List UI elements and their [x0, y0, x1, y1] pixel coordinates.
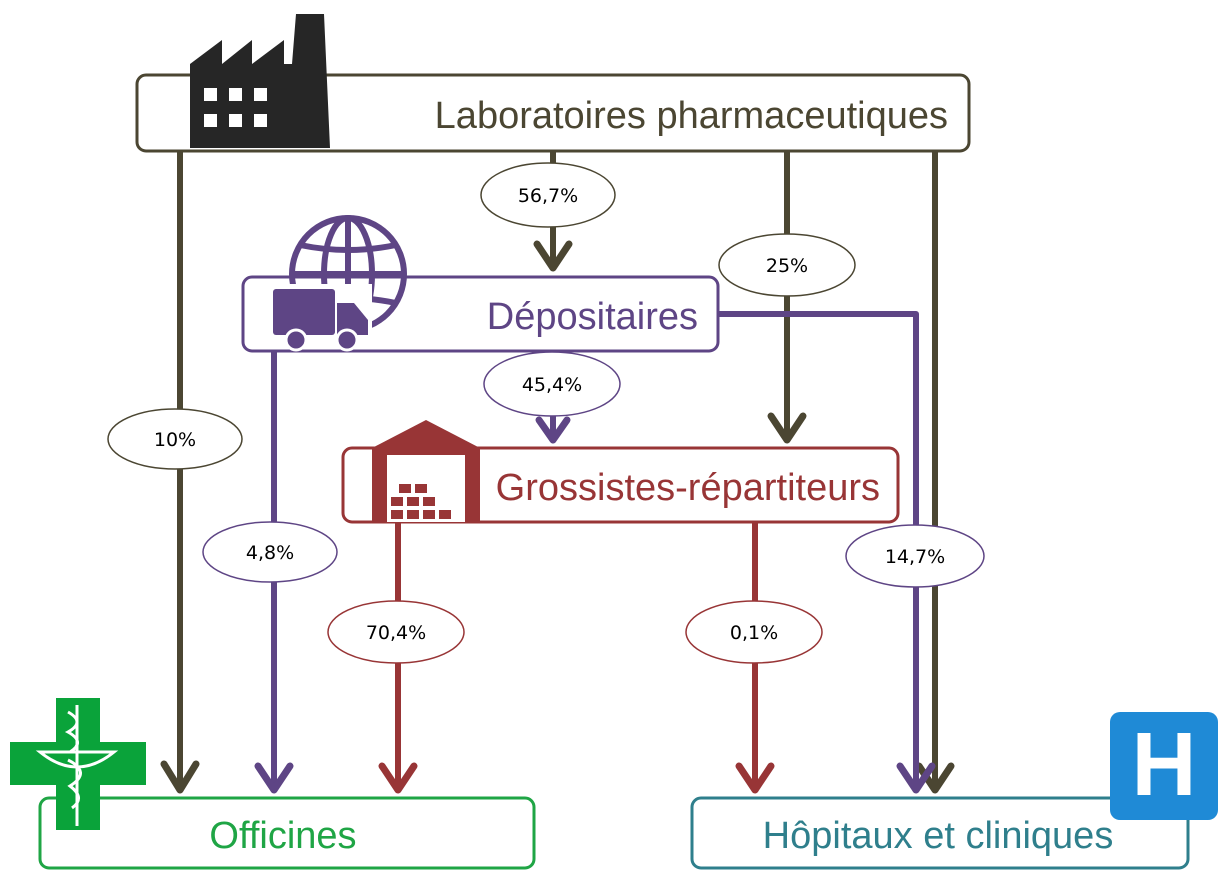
globe-truck-icon: [268, 215, 407, 352]
node-grossistes: Grossistes-répartiteurs: [341, 446, 900, 524]
arrowhead-grossistes-officines: [378, 762, 418, 794]
flow-badge-depositaires-hopitaux: 14,7%: [845, 524, 985, 588]
arrowhead-depositaires-hopitaux: [896, 762, 936, 794]
flow-badge-labs-depositaires: 56,7%: [480, 162, 616, 228]
flow-badge-depositaires-grossistes: 45,4%: [483, 351, 621, 417]
node-label-labs: Laboratoires pharmaceutiques: [435, 95, 948, 137]
arrowhead-depositaires-officines: [254, 762, 294, 794]
node-labs: Laboratoires pharmaceutiques: [135, 73, 971, 153]
flow-value-grossistes-officines: 70,4%: [366, 622, 426, 644]
flow-badge-labs-officines: 10%: [107, 408, 243, 470]
flow-badge-grossistes-officines: 70,4%: [327, 600, 465, 664]
flow-value-grossistes-hopitaux: 0,1%: [730, 622, 778, 644]
arrowhead-grossistes-hopitaux: [735, 762, 775, 794]
arrowhead-labs-depositaires: [533, 240, 573, 272]
warehouse-icon: [372, 420, 480, 522]
node-hopitaux: Hôpitaux et cliniques: [690, 796, 1190, 870]
node-box-labs: [135, 73, 971, 153]
arrowhead-labs-officines: [160, 760, 200, 794]
flow-badge-grossistes-hopitaux: 0,1%: [685, 600, 823, 664]
flow-value-labs-depositaires: 56,7%: [518, 185, 578, 207]
flow-value-depositaires-grossistes: 45,4%: [522, 374, 582, 396]
node-label-officines: Officines: [209, 815, 356, 857]
node-label-grossistes: Grossistes-répartiteurs: [496, 467, 880, 509]
pharmacy-cross-icon: [10, 698, 146, 830]
arrowhead-labs-grossistes: [767, 412, 807, 444]
flow-value-labs-officines: 10%: [154, 429, 196, 451]
arrowhead-depositaires-grossistes: [535, 416, 571, 444]
flow-badge-depositaires-officines: 4,8%: [202, 521, 338, 583]
flow-badge-labs-grossistes: 25%: [718, 233, 856, 297]
hospital-h-icon: H: [1110, 712, 1218, 820]
factory-icon: [190, 14, 330, 148]
node-label-depositaires: Dépositaires: [487, 296, 698, 338]
flow-value-labs-grossistes: 25%: [766, 255, 808, 277]
flow-value-depositaires-hopitaux: 14,7%: [885, 546, 945, 568]
node-box-hopitaux: [690, 796, 1190, 870]
flow-value-depositaires-officines: 4,8%: [246, 542, 294, 564]
node-label-hopitaux: Hôpitaux et cliniques: [763, 815, 1114, 857]
node-officines: Officines: [38, 796, 536, 870]
flow-line-depositaires-hopitaux: [715, 311, 919, 793]
hospital-sign-letter: H: [1132, 715, 1197, 815]
node-box-officines: [38, 796, 536, 870]
node-box-grossistes: [341, 446, 900, 524]
